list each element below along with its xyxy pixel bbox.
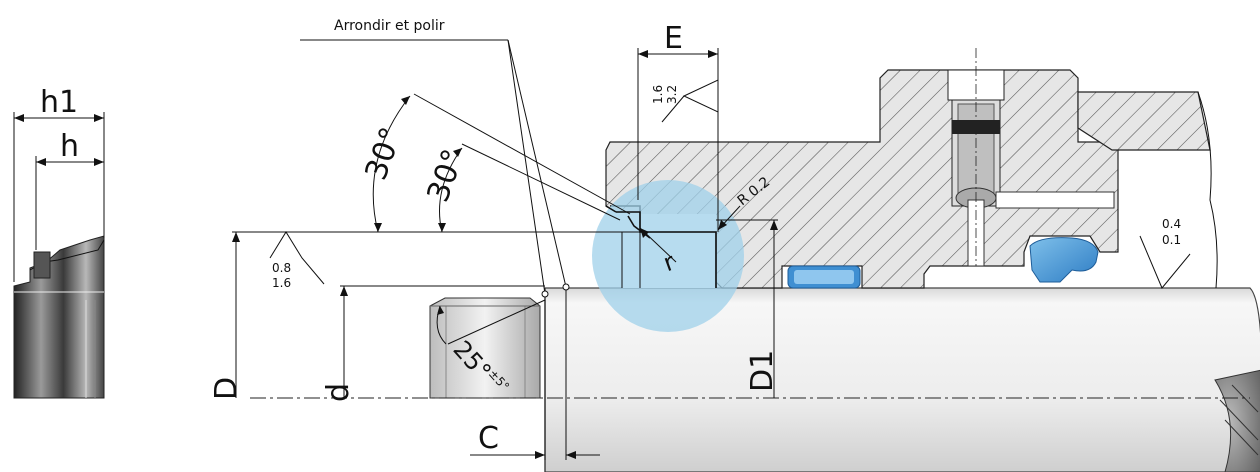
angle-30-inner: 30° [421,143,621,233]
angle-30-inner-label: 30° [421,145,472,207]
housing-right [1077,91,1218,289]
shaft-lead-in [429,297,541,399]
angle-30-outer: 30° [359,93,631,233]
D1-label: D1 [745,350,780,392]
seal-profile-view [13,235,105,399]
roughness-bottom-top: 0.8 [272,261,291,275]
dimension-d: d [321,285,545,402]
dimension-h: h [35,129,104,250]
d-label: d [321,383,356,402]
polish-note: Arrondir et polir [334,18,445,34]
roughness-side-bottom: 3.2 [665,85,679,104]
dimension-h1: h1 [13,85,105,282]
h-label: h [60,129,79,164]
roughness-shaft: 0.4 0.1 [1139,217,1191,289]
roughness-bottom-bottom: 1.6 [272,276,291,290]
D-label: D [209,377,244,400]
dimension-D1: D1 [716,219,780,398]
roughness-shaft-bottom: 0.1 [1162,233,1181,247]
guide-ring [787,265,861,289]
fluid-port [947,48,1115,267]
roughness-side-top: 1.6 [651,85,665,104]
E-label: E [664,21,683,56]
roughness-groove-side: 1.6 3.2 [651,79,719,123]
rod-seal-blue [1029,237,1099,283]
angle-30-outer-label: 30° [359,123,410,185]
shaft [544,287,1260,472]
h1-label: h1 [40,85,78,120]
C-label: C [478,421,499,456]
roughness-groove-bottom: 0.8 1.6 [269,231,325,290]
dimension-E: E [637,21,719,232]
roughness-shaft-top: 0.4 [1162,217,1181,231]
dimension-C: C [470,288,600,460]
polish-annotation: Arrondir et polir [300,18,570,298]
dimension-D: D [209,231,640,400]
